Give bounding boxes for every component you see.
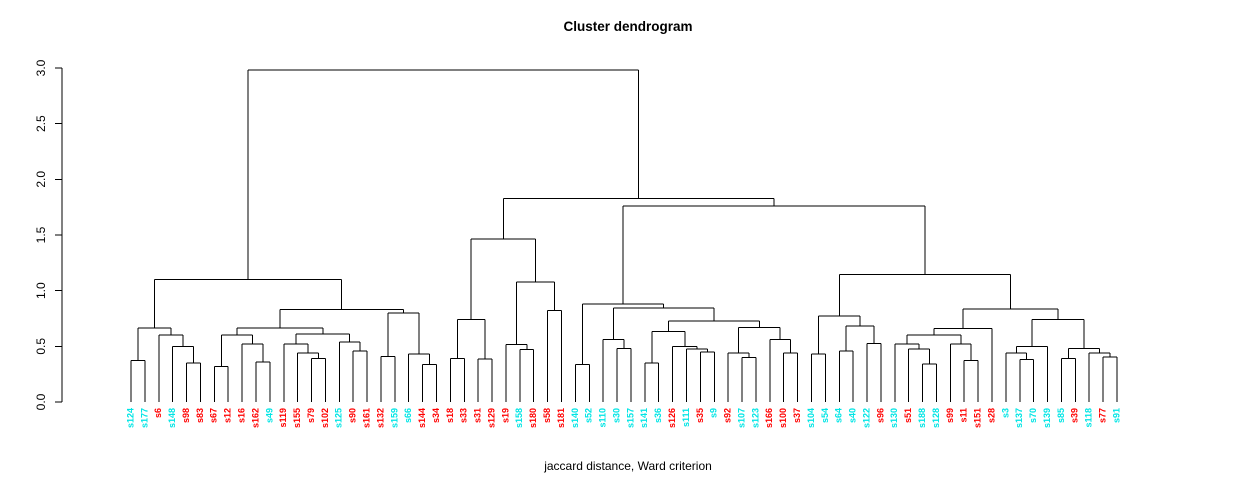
leaf-label-s66: s66 [403,408,413,423]
leaf-label-s79: s79 [306,408,316,423]
leaf-label-s140: s140 [570,408,580,428]
leaf-label-s128: s128 [931,408,941,428]
leaf-label-s148: s148 [167,408,177,428]
leaf-label-s30: s30 [611,408,621,423]
leaf-label-s92: s92 [723,408,733,423]
leaf-label-s83: s83 [195,408,205,423]
leaf-label-s6: s6 [153,408,163,418]
leaf-label-s124: s124 [125,408,135,428]
leaf-label-s104: s104 [806,408,816,428]
leaf-label-s188: s188 [917,408,927,428]
leaf-label-s125: s125 [334,408,344,428]
leaf-label-s126: s126 [667,408,677,428]
leaf-label-s11: s11 [959,408,969,423]
leaf-label-s77: s77 [1097,408,1107,423]
leaf-label-s162: s162 [250,408,260,428]
leaf-label-s99: s99 [945,408,955,423]
y-axis-tick-label: 0.0 [34,393,48,410]
leaf-label-s100: s100 [778,408,788,428]
y-axis-tick-label: 1.5 [34,226,48,243]
y-axis-tick-label: 2.0 [34,171,48,188]
leaf-label-s34: s34 [431,408,441,423]
y-axis-tick-label: 3.0 [34,59,48,76]
leaf-label-s98: s98 [181,408,191,423]
leaf-label-s39: s39 [1070,408,1080,423]
leaf-label-s28: s28 [986,408,996,423]
leaf-label-s180: s180 [528,408,538,428]
leaf-label-s3: s3 [1000,408,1010,418]
leaf-label-s137: s137 [1014,408,1024,428]
y-axis-tick-label: 1.0 [34,282,48,299]
leaf-label-s181: s181 [556,408,566,428]
leaf-label-s151: s151 [972,408,982,428]
leaf-label-s141: s141 [639,408,649,428]
leaf-label-s85: s85 [1056,408,1066,423]
leaf-label-s64: s64 [834,408,844,423]
leaf-label-s35: s35 [695,408,705,423]
leaf-label-s132: s132 [375,408,385,428]
leaf-label-s110: s110 [598,408,608,428]
leaf-label-s144: s144 [417,408,427,428]
leaf-label-s58: s58 [542,408,552,423]
leaf-label-s33: s33 [459,408,469,423]
x-axis-caption: jaccard distance, Ward criterion [544,459,712,473]
leaf-label-s107: s107 [736,408,746,428]
leaf-label-s161: s161 [361,408,371,428]
leaf-label-s119: s119 [278,408,288,428]
leaf-label-s18: s18 [445,408,455,423]
leaf-label-s90: s90 [348,408,358,423]
leaf-label-s91: s91 [1111,408,1121,423]
leaf-label-s12: s12 [223,408,233,423]
y-axis-tick-label: 2.5 [34,115,48,132]
leaf-label-s16: s16 [236,408,246,423]
leaf-label-s166: s166 [764,408,774,428]
leaf-label-s157: s157 [625,408,635,428]
leaf-label-s19: s19 [500,408,510,423]
leaf-label-s9: s9 [709,408,719,418]
dendrogram-lines [130,69,1118,402]
leaf-label-s102: s102 [320,408,330,428]
chart-title: Cluster dendrogram [563,19,693,34]
leaf-label-s118: s118 [1084,408,1094,428]
leaf-label-s51: s51 [903,408,913,423]
leaf-label-s52: s52 [584,408,594,423]
leaf-label-s54: s54 [820,408,830,423]
leaf-label-s158: s158 [514,408,524,428]
leaf-label-s129: s129 [486,408,496,428]
leaf-label-s40: s40 [847,408,857,423]
leaf-label-s130: s130 [889,408,899,428]
leaf-label-s70: s70 [1028,408,1038,423]
leaf-label-s96: s96 [875,408,885,423]
y-axis-tick-label: 0.5 [34,338,48,355]
leaf-label-s155: s155 [292,408,302,428]
leaf-label-s139: s139 [1042,408,1052,428]
leaf-label-s37: s37 [792,408,802,423]
leaf-label-s49: s49 [264,408,274,423]
leaf-label-s177: s177 [139,408,149,428]
leaf-label-s123: s123 [750,408,760,428]
leaf-label-s67: s67 [209,408,219,423]
leaf-label-s122: s122 [861,408,871,428]
leaf-label-s111: s111 [681,408,691,427]
y-axis: 0.0 0.5 1.0 1.5 2.0 2.5 3.0 [34,59,63,410]
leaf-label-s31: s31 [473,408,483,423]
leaf-label-s159: s159 [389,408,399,428]
leaf-label-s36: s36 [653,408,663,423]
